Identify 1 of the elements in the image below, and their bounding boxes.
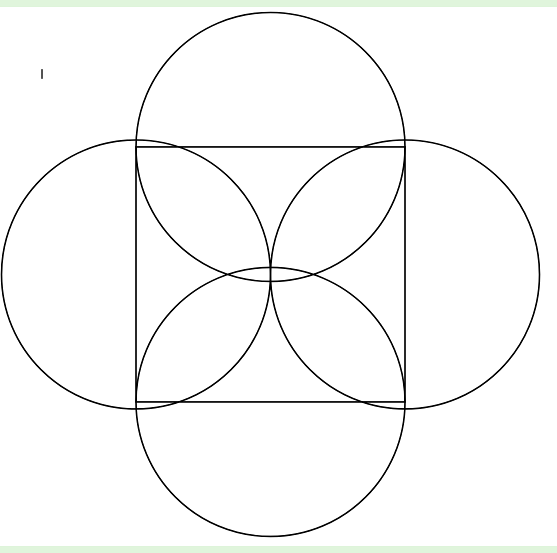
figure-label: I (41, 69, 43, 79)
